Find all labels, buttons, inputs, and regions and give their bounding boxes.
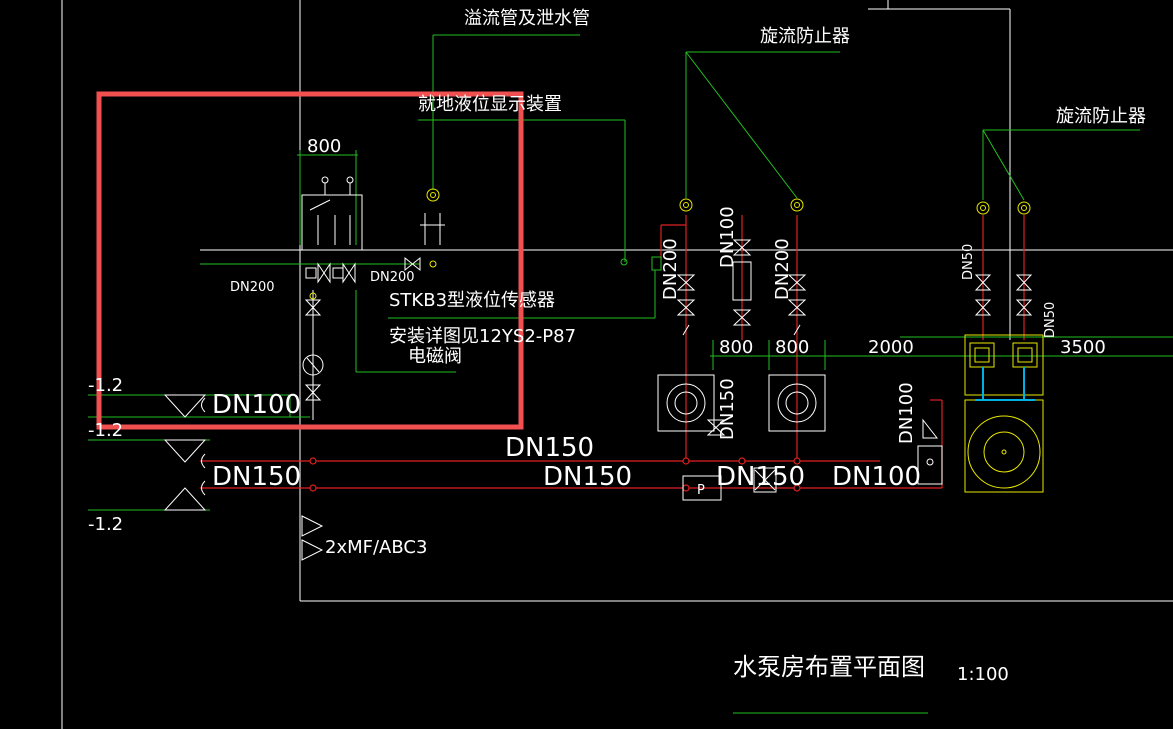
level-display-label: 就地液位显示装置 bbox=[418, 94, 562, 115]
drawing-title: 水泵房布置平面图 bbox=[733, 653, 925, 681]
extinguisher-label: 2xMF/ABC3 bbox=[325, 537, 427, 558]
pipe-dn150-v: DN150 bbox=[717, 378, 738, 440]
pipe-dn100-vert: DN100 bbox=[896, 382, 917, 444]
solenoid-valve-label: 电磁阀 bbox=[408, 346, 462, 367]
elevation-2: -1.2 bbox=[88, 420, 123, 441]
pipe-dn200-mid: DN200 bbox=[370, 270, 415, 285]
highlight-box bbox=[96, 91, 524, 430]
pipe-dn50-a: DN50 bbox=[961, 244, 976, 280]
drawing-scale: 1:100 bbox=[957, 664, 1009, 685]
tank-equipment bbox=[301, 176, 445, 420]
pipe-dn150-left: DN150 bbox=[212, 462, 301, 492]
level-sensor-mark bbox=[620, 256, 662, 271]
vortex-bullets bbox=[679, 198, 1031, 215]
pipe-dn100-left: DN100 bbox=[212, 390, 301, 420]
fire-pump-assembly bbox=[964, 334, 1044, 493]
pipe-dn150-upper: DN150 bbox=[505, 433, 594, 463]
sensor-label: STKB3型液位传感器 bbox=[389, 290, 555, 311]
dim-2000: 2000 bbox=[868, 337, 914, 358]
pipe-dn100-v: DN100 bbox=[717, 206, 738, 268]
extinguisher-symbols bbox=[301, 515, 324, 561]
pipe-dn150-mid: DN150 bbox=[716, 462, 805, 492]
elevation-1: -1.2 bbox=[88, 375, 123, 396]
pipe-dn50-b: DN50 bbox=[1043, 302, 1058, 338]
pressure-gauge-p: P bbox=[697, 483, 705, 498]
overflow-pipe-label: 溢流管及泄水管 bbox=[464, 8, 590, 29]
pump-units bbox=[657, 374, 943, 501]
pipe-dn200-v1: DN200 bbox=[660, 238, 681, 300]
room-outline bbox=[61, 0, 1173, 729]
pipe-dn200-v2: DN200 bbox=[772, 238, 793, 300]
dim-800-b: 800 bbox=[775, 337, 809, 358]
pump-fittings bbox=[975, 367, 1035, 401]
vortex-preventer-label-2: 旋流防止器 bbox=[1056, 106, 1146, 127]
elevation-3: -1.2 bbox=[88, 514, 123, 535]
pipe-dn100-right: DN100 bbox=[832, 462, 921, 492]
dim-800-tank: 800 bbox=[307, 136, 341, 157]
dn200-valve bbox=[404, 256, 421, 272]
pipe-dn150-lower: DN150 bbox=[543, 462, 632, 492]
dim-3500: 3500 bbox=[1060, 337, 1106, 358]
install-ref-label: 安装详图见12YS2-P87 bbox=[389, 326, 576, 347]
vortex-preventer-label-1: 旋流防止器 bbox=[760, 26, 850, 47]
tank-bullets bbox=[309, 188, 440, 300]
pipe-dn200-left: DN200 bbox=[230, 280, 275, 295]
elevation-markers bbox=[163, 394, 207, 511]
vertical-valves bbox=[676, 239, 1033, 439]
dim-800-a: 800 bbox=[719, 337, 753, 358]
